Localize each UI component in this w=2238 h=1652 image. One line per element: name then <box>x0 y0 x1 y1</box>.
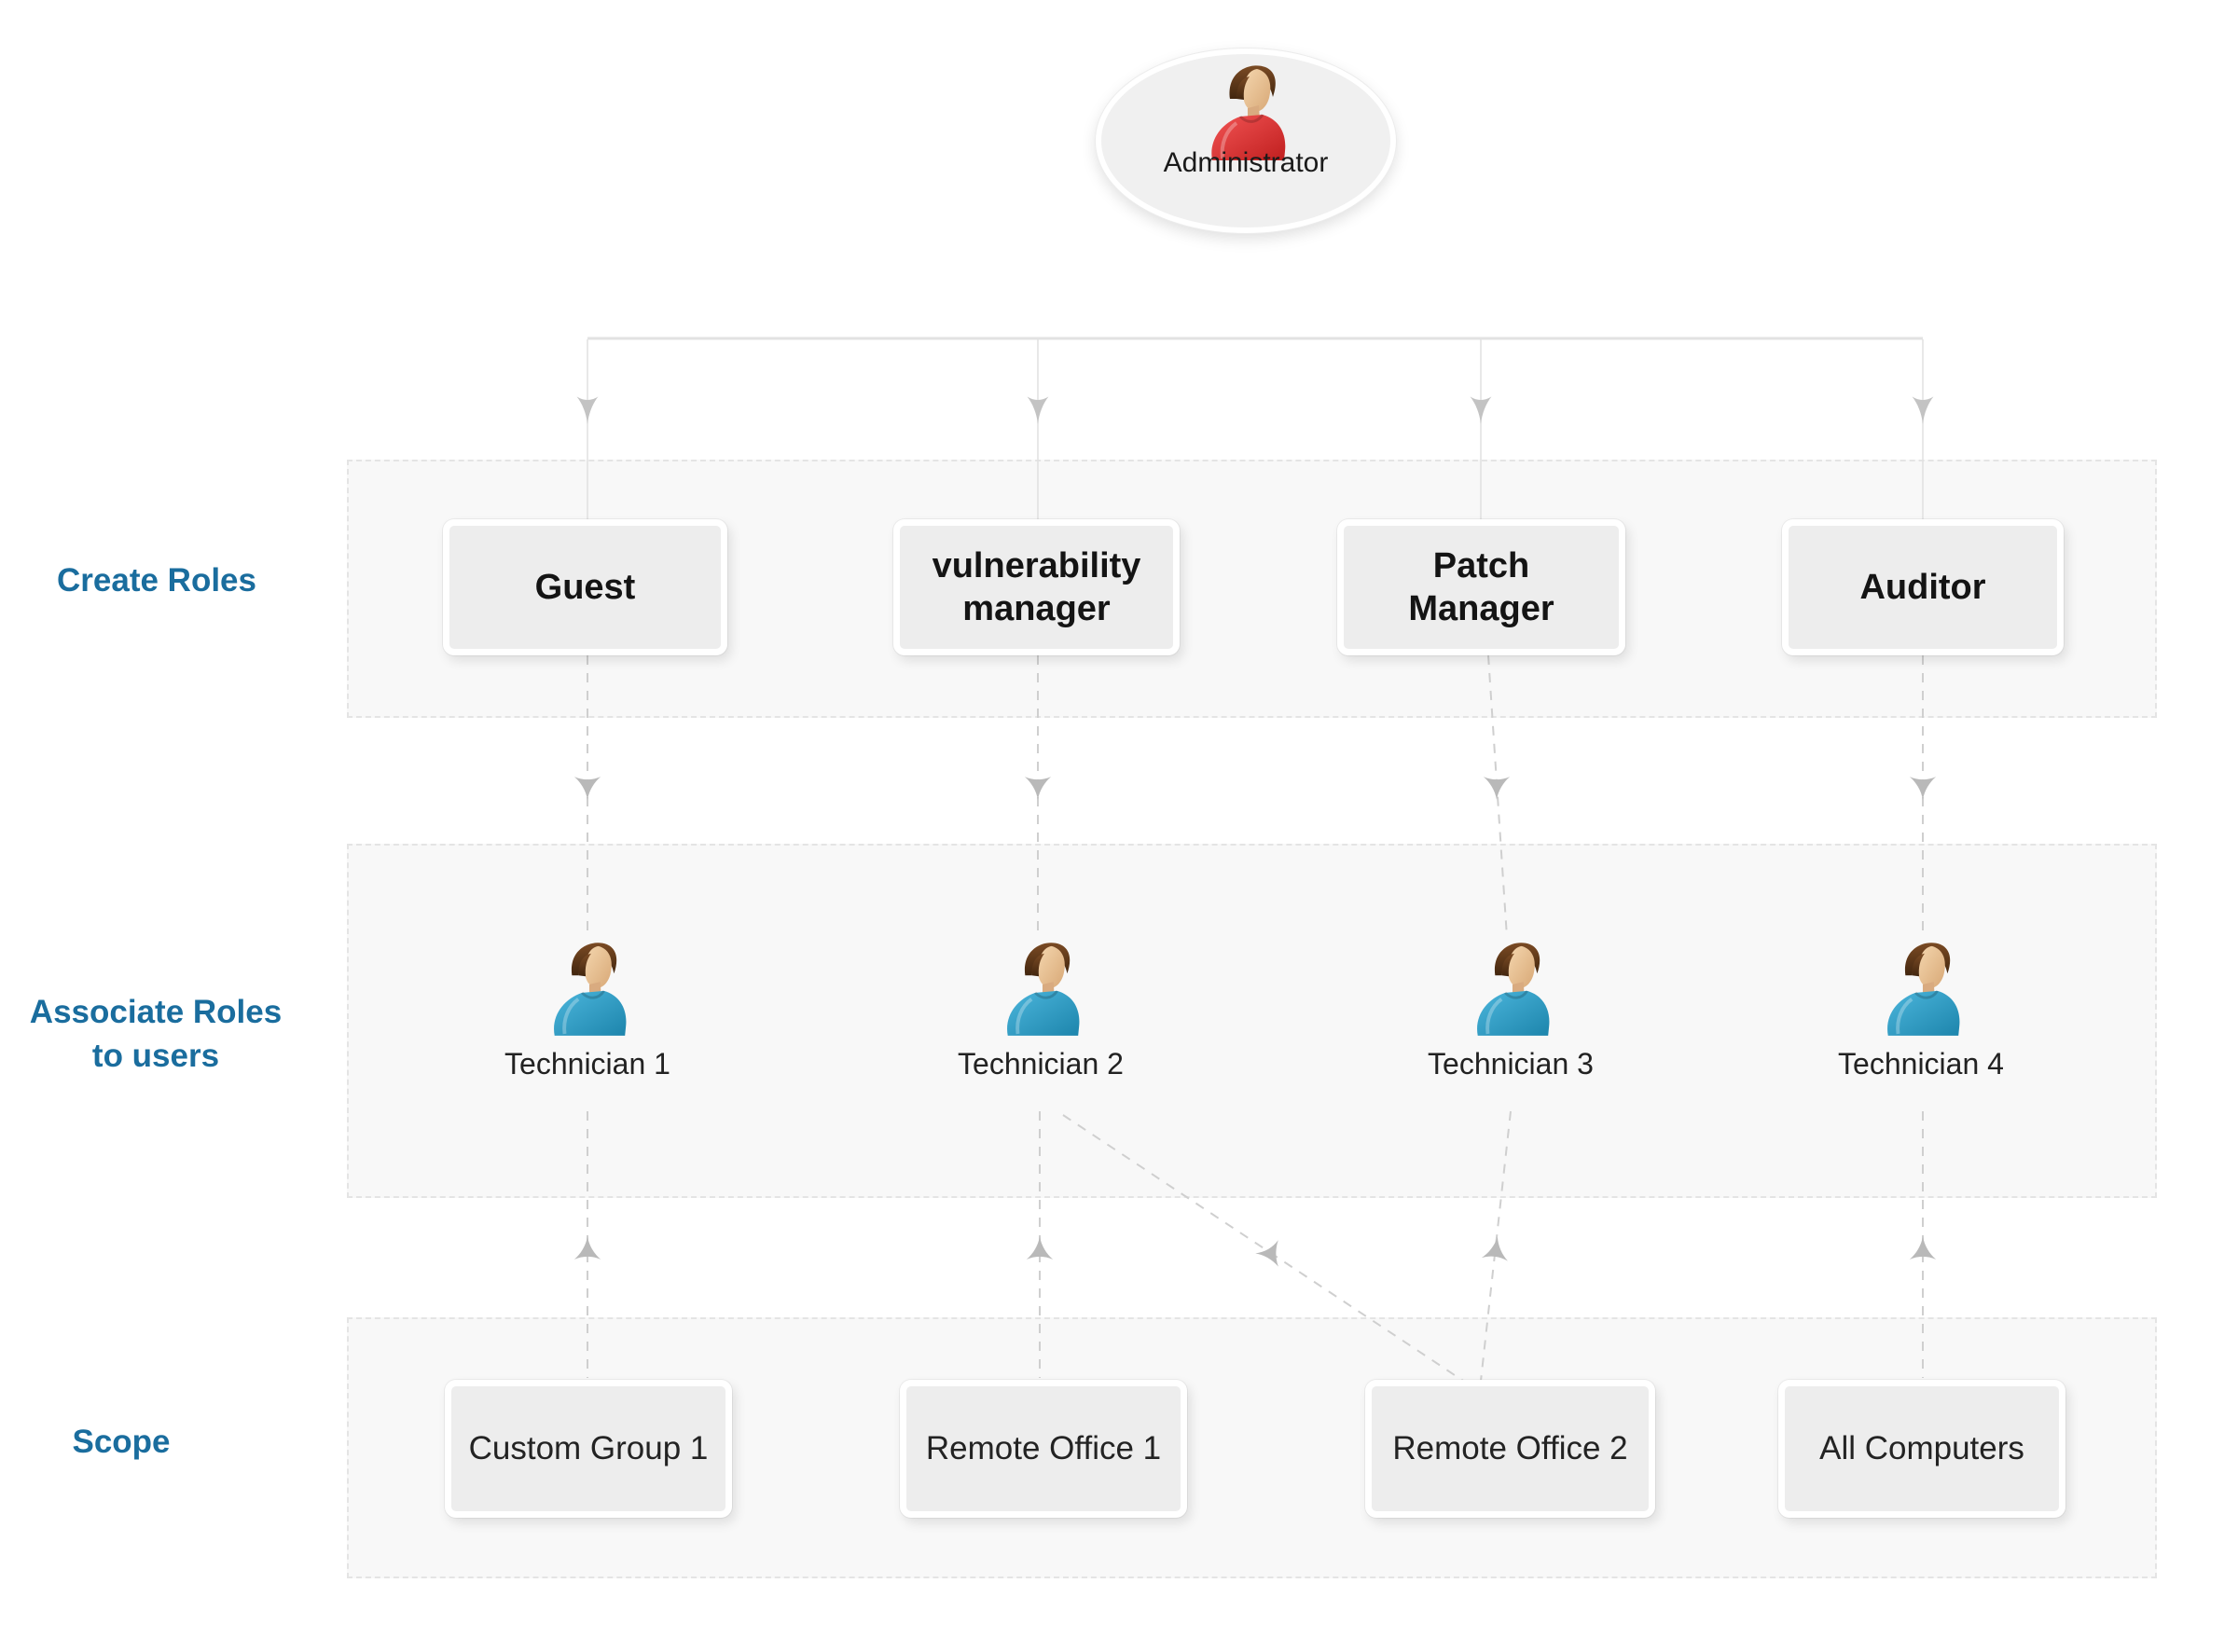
technician-label: Technician 2 <box>958 1047 1124 1081</box>
technician-node: Technician 1 <box>448 935 727 1081</box>
role-to-technician-connectors <box>587 654 1924 938</box>
administrator-label: Administrator <box>1163 147 1329 178</box>
associate-roles-region <box>347 844 2157 1198</box>
role-box-auditor: Auditor <box>1782 519 2064 655</box>
role-box-patch-manager: Patch Manager <box>1337 519 1625 655</box>
section-label-create-roles: Create Roles <box>57 562 256 599</box>
admin-to-roles-connectors <box>587 337 1924 519</box>
scope-box-remote-office-1: Remote Office 1 <box>900 1380 1187 1518</box>
administrator-node: Administrator <box>1096 48 1396 233</box>
section-label-scope: Scope <box>72 1424 171 1460</box>
technician-node: Technician 4 <box>1781 935 2061 1081</box>
person-blue-shirt-icon <box>1465 935 1556 1038</box>
section-label-associate-roles: Associate Roles to users <box>29 994 283 1074</box>
down-arrowhead-row-top <box>576 396 1934 424</box>
up-arrowhead-row-bottom <box>573 1234 1937 1273</box>
technician-node: Technician 3 <box>1371 935 1651 1081</box>
person-blue-shirt-icon <box>1875 935 1967 1038</box>
scope-box-all-computers: All Computers <box>1778 1380 2065 1518</box>
technician-label: Technician 3 <box>1428 1047 1594 1081</box>
person-blue-shirt-icon <box>542 935 633 1038</box>
technician-label: Technician 4 <box>1838 1047 2004 1081</box>
technician-node: Technician 2 <box>901 935 1181 1081</box>
scope-box-custom-group-1: Custom Group 1 <box>445 1380 732 1518</box>
person-blue-shirt-icon <box>995 935 1086 1038</box>
role-box-guest: Guest <box>443 519 727 655</box>
technician-label: Technician 1 <box>504 1047 670 1081</box>
down-arrowhead-row-mid <box>573 777 1937 800</box>
scope-to-technician-connectors <box>587 1110 1924 1384</box>
scope-box-remote-office-2: Remote Office 2 <box>1365 1380 1655 1518</box>
role-box-vulnerability-manager: vulnerability manager <box>893 519 1180 655</box>
